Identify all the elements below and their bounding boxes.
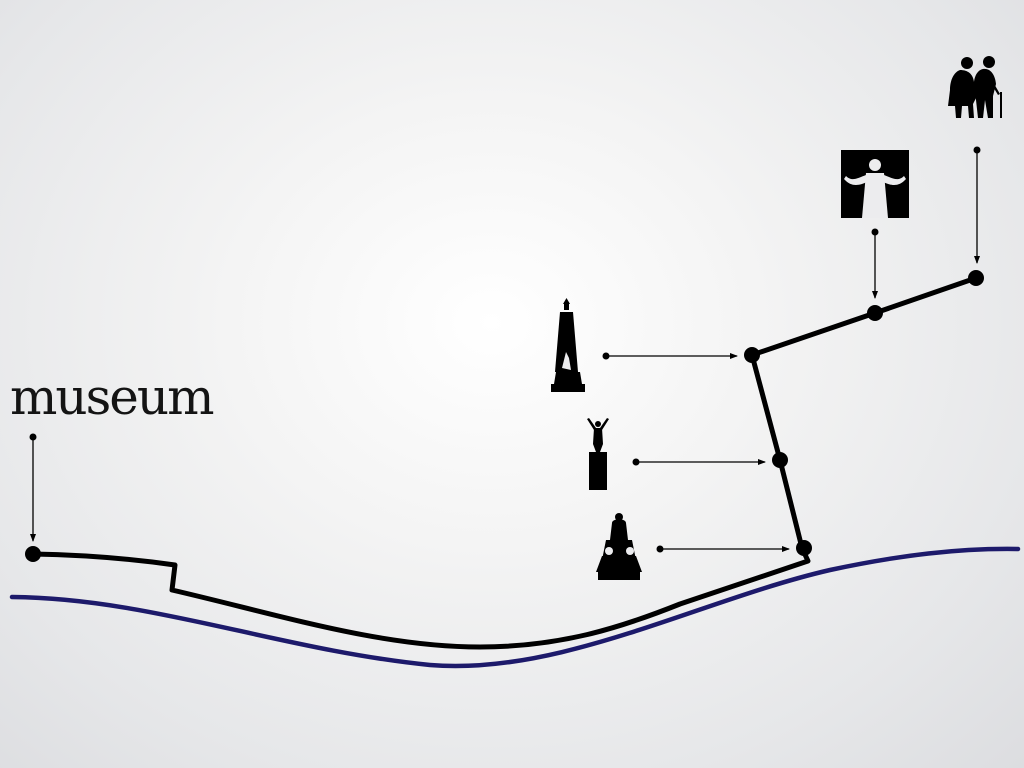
river-line <box>9 546 1021 669</box>
stop-statue <box>772 452 788 468</box>
pointer-equestrian <box>656 545 790 553</box>
pointer-obelisk <box>602 352 738 360</box>
stop-obelisk <box>744 347 760 363</box>
pointer-museum <box>29 433 37 542</box>
pointer-elderly <box>973 146 981 264</box>
pointer-statue <box>632 458 766 466</box>
stop-performer <box>867 305 883 321</box>
stop-elderly <box>968 270 984 286</box>
pointer-performer <box>871 228 879 299</box>
performer-silhouette-icon <box>841 150 909 218</box>
stop-equestrian <box>796 540 812 556</box>
stop-museum <box>25 546 41 562</box>
route-path <box>30 275 979 650</box>
statue-on-pedestal-icon <box>587 418 609 490</box>
elderly-couple-icon <box>948 56 1002 118</box>
equestrian-monument-icon <box>596 513 642 580</box>
obelisk-monument-icon <box>551 298 585 392</box>
museum-label: museum <box>10 368 214 426</box>
